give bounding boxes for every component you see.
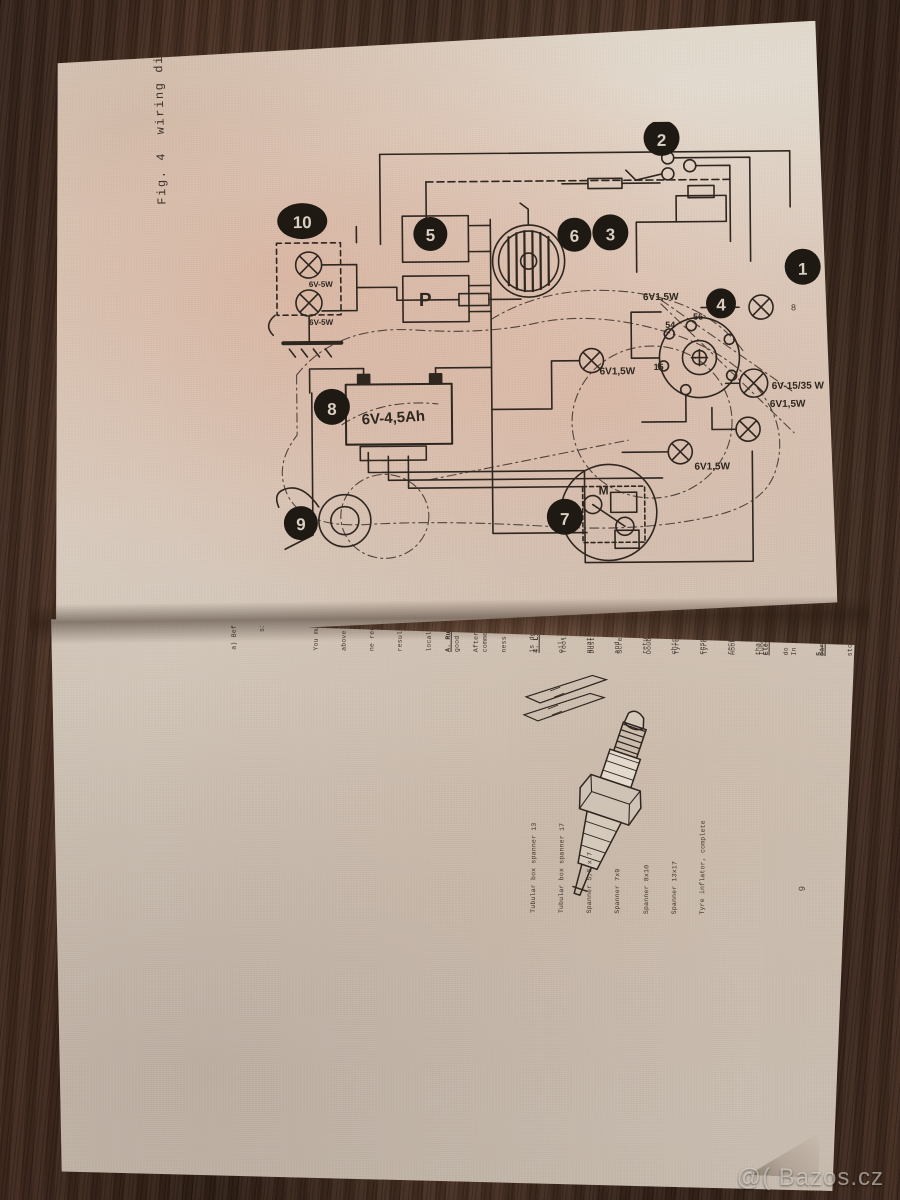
figure-caption-text: wiring diagram — [150, 10, 168, 135]
body-electrical-2: stop-light 6 V/15 W. — [847, 574, 855, 657]
tool-item: Spanner 8x10 — [642, 864, 651, 915]
label-bulb-6: 6V-5W — [309, 318, 334, 327]
svg-text:6: 6 — [570, 227, 580, 246]
diagram-callout-10: 10 — [277, 203, 327, 239]
figure-label: Fig. 4 — [154, 151, 170, 205]
diagram-callout-6-horn: 6 — [557, 218, 591, 252]
svg-text:3: 3 — [606, 225, 616, 244]
tool-item: Spanner 5,5 x 7 — [586, 851, 594, 914]
page-wiring-diagram: Fig. 4 wiring diagram 8 — [33, 21, 837, 640]
diagram-callout-7-engine: 7 — [547, 499, 583, 535]
terminal-15: 15 — [653, 362, 663, 372]
diagram-callout-9: 9 — [284, 506, 318, 540]
diagram-callout-3: 3 — [592, 214, 628, 250]
label-bulb-5: 6V-5W — [309, 280, 334, 289]
section-list-of-tools-column-2: Tubular box spanner 13 Tubular box spann… — [510, 683, 729, 915]
label-bulb-1: 6V1,5W — [643, 292, 679, 303]
svg-text:8: 8 — [327, 400, 337, 419]
svg-text:9: 9 — [296, 515, 306, 534]
watermark: @( Bazos.cz — [736, 1164, 884, 1191]
paper-grain-2 — [37, 608, 863, 1192]
tool-item: Spanner 7x9 — [614, 868, 622, 914]
svg-text:10: 10 — [293, 213, 312, 232]
wiring-diagram: L P — [189, 120, 833, 606]
body-electrical-3: With the machine stationary, the horn is… — [875, 348, 886, 657]
terminal-54: 54 — [665, 320, 675, 330]
svg-text:1: 1 — [798, 260, 808, 279]
svg-text:6V-4,5Ah: 6V-4,5Ah — [361, 408, 425, 429]
page-number-right: 9 — [797, 885, 808, 892]
tool-item: Tubular box spanner 17 — [557, 822, 566, 914]
svg-text:P: P — [419, 290, 432, 311]
tool-item: Tyre inflator, complete — [698, 820, 707, 915]
page-text: 9 Electrical equipment In the headlamp t… — [37, 608, 863, 1192]
svg-text:4: 4 — [716, 295, 726, 314]
svg-text:5: 5 — [426, 226, 436, 245]
label-headlamp: 6V-15/35 W — [772, 381, 825, 392]
svg-text:M: M — [599, 483, 609, 497]
feeler-gauge-illustration — [520, 667, 631, 738]
spark-plug-illustration — [532, 693, 684, 925]
diagram-callout-8-battery: 8 — [314, 389, 350, 425]
item-a-label: a) — [230, 641, 238, 650]
label-bulb-4: 6V1,5W — [694, 461, 730, 472]
diagram-callout-5: 5 — [413, 217, 447, 251]
tool-item: Spanner 13x17 — [670, 860, 679, 915]
diagram-callout-4: 4 — [706, 288, 736, 318]
diagram-callout-2: 2 — [643, 120, 679, 156]
svg-text:2: 2 — [657, 131, 667, 150]
tool-item: Tubular box spanner 13 — [529, 822, 538, 913]
diagram-callout-1: 1 — [785, 249, 821, 285]
label-bulb-3: 6V1,5W — [770, 399, 806, 410]
label-bulb-2: 6V1,5W — [600, 366, 636, 377]
figure-caption: Fig. 4 wiring diagram — [151, 11, 170, 205]
terminal-56: 56 — [693, 312, 703, 322]
svg-text:7: 7 — [560, 510, 570, 529]
